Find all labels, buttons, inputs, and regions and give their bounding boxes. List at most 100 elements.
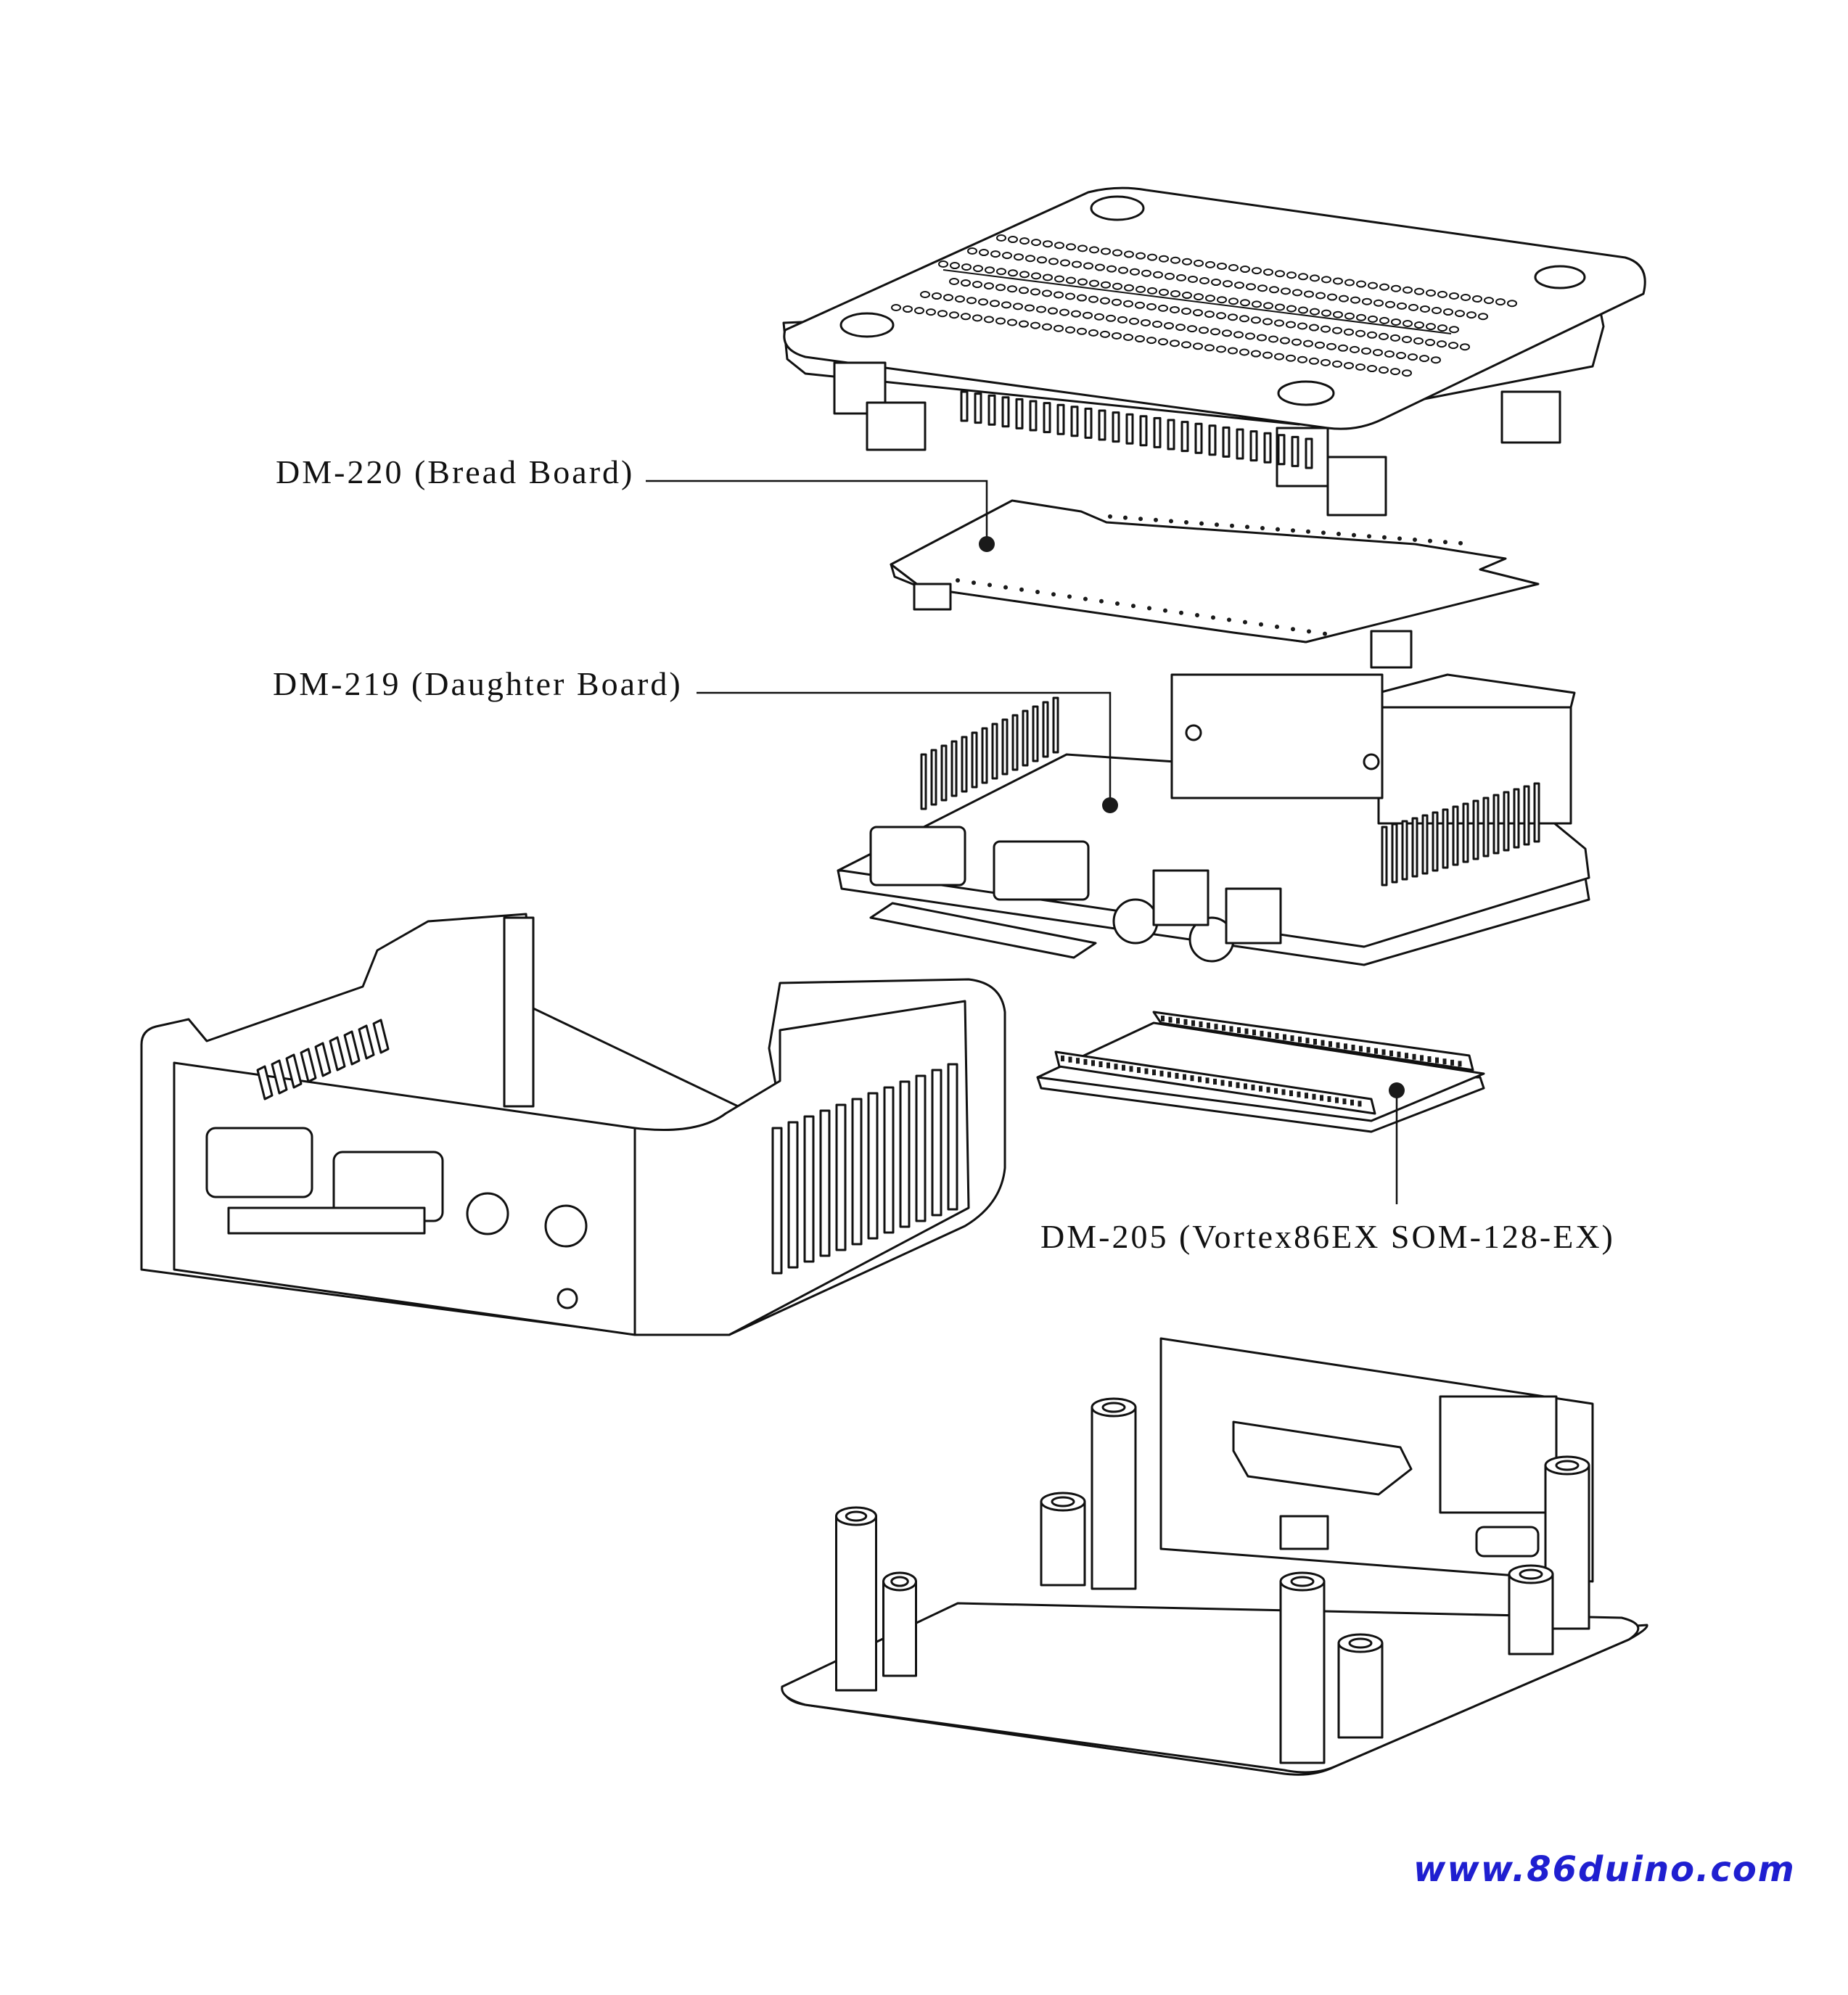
breadboard-hole (1042, 323, 1052, 331)
som-pin (1061, 1056, 1064, 1061)
dm220-hole (1147, 606, 1151, 611)
dm220-hole (1131, 604, 1136, 609)
breadboard-hole (984, 282, 994, 290)
som-pin (1259, 1085, 1262, 1092)
breadboard-hole (1397, 302, 1407, 310)
breadboard-hole (1461, 294, 1471, 301)
breadboard-hole (1072, 260, 1082, 268)
som-pin (1175, 1073, 1179, 1079)
cover-pin (1029, 400, 1038, 432)
breadboard-hole (1275, 270, 1285, 278)
breadboard-hole (1112, 249, 1122, 257)
breadboard-hole (978, 298, 988, 306)
som-pin (1199, 1021, 1203, 1027)
breadboard-hole (1048, 307, 1058, 315)
breadboard-hole (1338, 344, 1348, 352)
breadboard-hole (1118, 266, 1128, 274)
som-pin (1350, 1099, 1354, 1106)
breadboard-hole (949, 311, 959, 319)
breadboard-hole (1181, 308, 1191, 315)
cover-pin (1125, 413, 1134, 445)
breadboard-hole (1077, 278, 1088, 286)
dm220-hole (1019, 587, 1024, 592)
breadboard-hole (1257, 334, 1267, 342)
cover-screw-hole-3 (839, 312, 895, 338)
db9-cutout (1232, 1420, 1413, 1496)
som-pin (1305, 1037, 1310, 1044)
breadboard-hole (891, 304, 901, 311)
dm220-hole (1003, 585, 1008, 590)
breadboard-hole (1448, 342, 1458, 350)
audio-jack-1 (1112, 898, 1159, 945)
breadboard-hole (943, 294, 953, 302)
som-pin (1313, 1039, 1317, 1045)
breadboard-hole (1315, 292, 1326, 300)
cover-screw-hole-2 (1534, 265, 1586, 289)
breadboard-hole (1268, 335, 1278, 343)
breadboard-hole (1054, 242, 1064, 250)
breadboard-hole (955, 295, 965, 303)
breadboard-hole (1008, 269, 1018, 277)
breadboard-hole (990, 250, 1001, 258)
standoff-hole (845, 1510, 868, 1522)
breadboard-hole (1286, 321, 1296, 329)
header-pin (940, 744, 948, 802)
usb-port-2 (993, 840, 1090, 901)
dm220-hole (1259, 622, 1263, 627)
breadboard-hole (1199, 326, 1209, 334)
dm220-hole (1397, 536, 1402, 541)
breadboard-hole (1204, 310, 1215, 318)
dm220-hole (1179, 610, 1183, 615)
breadboard-hole (1031, 239, 1041, 247)
breadboard-hole (1425, 339, 1435, 347)
pin-header-right (1381, 782, 1540, 887)
breadboard-hole (1339, 295, 1349, 303)
base-plate (781, 1337, 1648, 1776)
dm220-hole (1211, 615, 1215, 620)
som-pin (1251, 1085, 1255, 1090)
som-pin (1244, 1083, 1247, 1090)
breadboard-hole (1031, 272, 1041, 280)
breadboard-hole (1426, 289, 1436, 297)
breadboard-hole (1495, 298, 1506, 306)
header-pin (1472, 799, 1479, 860)
vent-slot (787, 1121, 799, 1269)
rear-fin (285, 1053, 303, 1089)
breadboard-hole (1274, 319, 1284, 327)
header-pin (1411, 817, 1418, 878)
breadboard-hole (973, 265, 983, 273)
shell-vent-slots (771, 1063, 958, 1275)
breadboard-hole (1263, 268, 1273, 276)
cover-pin (1249, 430, 1258, 462)
cover-pin (1222, 426, 1231, 458)
som-pin (1374, 1048, 1378, 1054)
header-pin (971, 731, 978, 789)
som-pin (1129, 1066, 1133, 1072)
dm220-hole (1195, 613, 1199, 617)
header-pin (1052, 696, 1059, 754)
breadboard-hole (1193, 309, 1203, 317)
cover-pin (1043, 402, 1051, 434)
breadboard-hole (1205, 295, 1215, 303)
breadboard-hole (1455, 310, 1465, 318)
breadboard-hole (1066, 243, 1076, 251)
breadboard-hole (1420, 305, 1430, 313)
breadboard-hole (1187, 325, 1197, 333)
breadboard-hole (961, 313, 971, 321)
led-cutout (557, 1288, 578, 1309)
breadboard-hole (914, 307, 924, 315)
breadboard-hole (1216, 345, 1226, 353)
breadboard-hole (1292, 289, 1302, 297)
som-pin (1283, 1034, 1286, 1040)
breadboard-hole (938, 260, 948, 268)
breadboard-hole (1396, 352, 1406, 360)
dm220-hole (1413, 538, 1417, 542)
breadboard-hole (1385, 300, 1395, 308)
som-pin (1420, 1055, 1424, 1061)
breadboard-hole (1257, 284, 1268, 292)
breadboard-hole (1007, 318, 1017, 326)
vga-shell (1170, 673, 1384, 799)
header-pin (1011, 714, 1019, 771)
leader-dot-dm220 (979, 536, 995, 552)
dm220-hole (1227, 617, 1231, 622)
